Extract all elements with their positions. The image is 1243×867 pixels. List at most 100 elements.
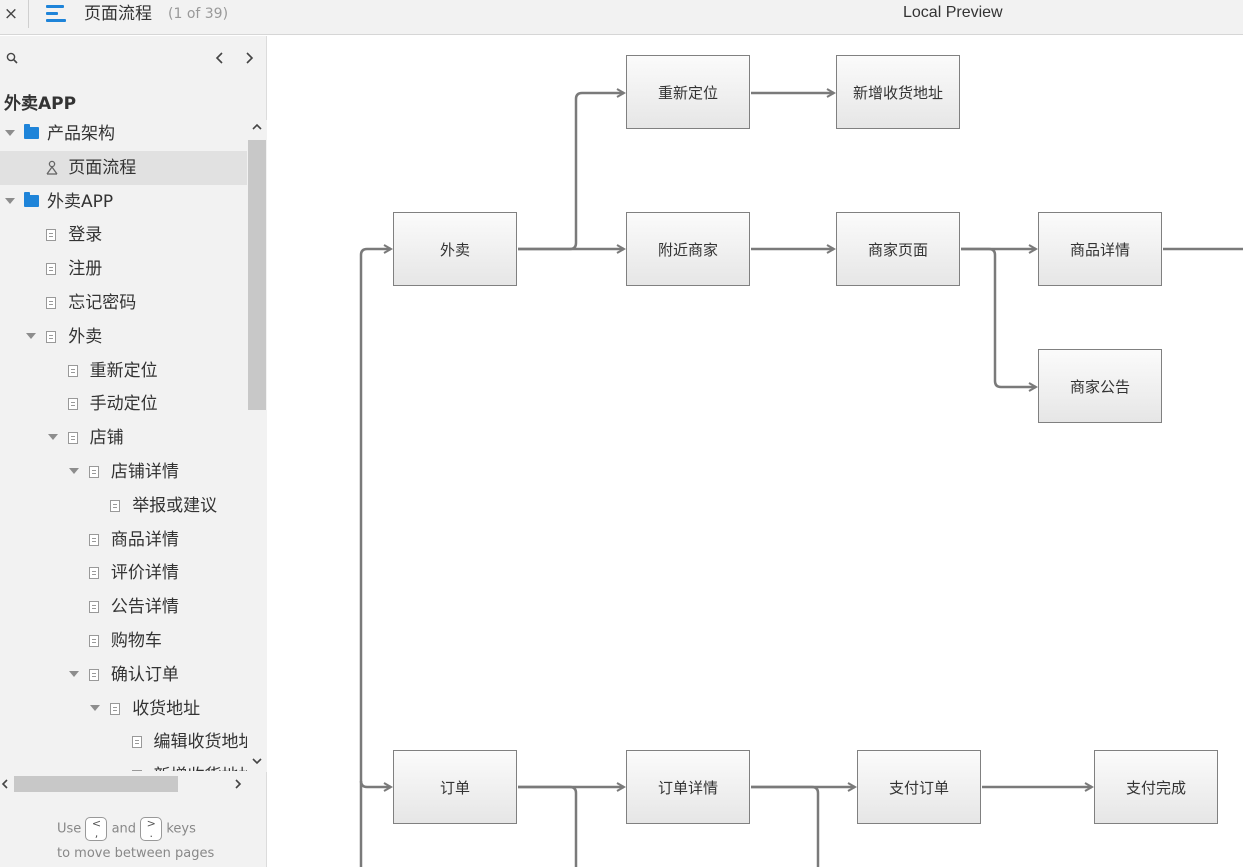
page-icon	[131, 770, 142, 771]
tree-item-label: 评价详情	[110, 563, 179, 584]
tree-item-label: 确认订单	[110, 664, 179, 685]
preview-canvas: 外卖 重新定位 新增收货地址 附近商家 商家页面 商品详情 商家公告 订单 订单…	[268, 36, 1243, 867]
page-tree: 产品架构页面流程外卖APP 登录注册忘记密码外卖重新定位手动定位店铺店铺详情举报或…	[0, 117, 247, 771]
connector-trunk-dingdan	[359, 780, 391, 787]
tree-item[interactable]: 手动定位	[0, 387, 247, 421]
flow-box-payment-complete[interactable]: 支付完成	[1094, 750, 1218, 824]
tree-item[interactable]: 产品架构	[0, 117, 247, 151]
page-icon	[88, 635, 99, 647]
toolbar-divider	[28, 0, 29, 28]
flow-box-merchant-notice[interactable]: 商家公告	[1038, 349, 1162, 423]
tree-item-label: 举报或建议	[132, 495, 218, 516]
flow-box-order-detail[interactable]: 订单详情	[626, 750, 750, 824]
page-icon	[131, 736, 142, 749]
flow-box-merchant-page[interactable]: 商家页面	[836, 212, 960, 286]
flow-box-orders[interactable]: 订单	[393, 750, 517, 824]
tree-item-label: 店铺详情	[110, 462, 179, 482]
previous-page-button[interactable]	[212, 47, 228, 69]
vertical-scrollbar-thumb[interactable]	[248, 140, 266, 410]
tree-item-label: 店铺	[89, 428, 124, 449]
tree-item-label: 新增收货地址	[154, 764, 248, 771]
tree-item[interactable]: 商品详情	[0, 523, 247, 557]
page-icon	[46, 297, 57, 309]
page-icon	[46, 263, 57, 276]
connector-shangjia-gonggao	[961, 247, 1036, 387]
expand-caret-icon[interactable]	[5, 130, 15, 136]
page-icon	[46, 330, 57, 343]
hint-keys-text: keys	[166, 821, 196, 837]
connector-waimai-chongxin	[518, 93, 624, 251]
tree-item-label: 编辑收货地址	[153, 732, 248, 753]
hint-navigation-text: to move between pages	[57, 846, 215, 861]
page-icon	[67, 398, 78, 411]
flow-box-waimai[interactable]: 外卖	[393, 212, 517, 286]
tree-item[interactable]: 公告详情	[0, 590, 247, 624]
folder-icon	[24, 124, 39, 139]
page-icon	[110, 702, 121, 715]
next-page-button[interactable]	[241, 47, 257, 69]
next-key-icon: > .	[140, 817, 163, 841]
horizontal-scrollbar[interactable]	[0, 774, 247, 794]
page-icon	[88, 567, 99, 580]
tree-item[interactable]: 外卖	[0, 320, 247, 354]
tree-item[interactable]: 重新定位	[0, 354, 247, 388]
expand-caret-icon[interactable]	[90, 704, 101, 711]
tree-item[interactable]: 登录	[0, 218, 247, 252]
flow-icon	[46, 160, 58, 175]
expand-caret-icon[interactable]	[26, 332, 37, 339]
tree-item-label: 登录	[68, 225, 103, 246]
expand-caret-icon[interactable]	[68, 468, 79, 474]
tree-item[interactable]: 收货地址	[0, 692, 247, 726]
flow-box-product-detail[interactable]: 商品详情	[1038, 212, 1162, 286]
expand-caret-icon[interactable]	[5, 197, 15, 204]
tree-item-label: 页面流程	[68, 157, 137, 178]
connector-dingdan-down	[518, 785, 578, 867]
hamburger-menu-icon[interactable]	[46, 5, 68, 23]
flow-connectors	[359, 36, 1243, 867]
top-bar: × 页面流程 (1 of 39) Local Preview	[0, 0, 1243, 35]
page-count: (1 of 39)	[168, 6, 229, 22]
hint-and-text: and	[111, 821, 137, 837]
prev-key-icon: < ,	[85, 817, 108, 841]
tree-item[interactable]: 举报或建议	[0, 489, 247, 523]
tree-item[interactable]: 店铺	[0, 421, 247, 455]
tree-item-label: 外卖	[68, 326, 103, 347]
hint-use-text: Use	[57, 821, 82, 837]
project-title: 外卖APP	[4, 94, 77, 114]
tree-item[interactable]: 编辑收货地址	[0, 725, 247, 759]
tree-item[interactable]: 忘记密码	[0, 286, 247, 320]
tree-item[interactable]: 注册	[0, 252, 247, 286]
connector-trunk-waimai	[359, 249, 391, 867]
tree-item[interactable]: 确认订单	[0, 658, 247, 692]
scroll-down-arrow-icon[interactable]	[250, 754, 264, 768]
tree-item-label: 产品架构	[47, 124, 115, 144]
flow-box-relocate[interactable]: 重新定位	[626, 55, 750, 129]
tree-item-label: 手动定位	[89, 394, 158, 415]
scroll-up-arrow-icon[interactable]	[250, 120, 264, 134]
scroll-left-arrow-icon[interactable]	[0, 778, 10, 790]
expand-caret-icon[interactable]	[47, 434, 58, 441]
tree-item[interactable]: 店铺详情	[0, 455, 247, 489]
close-button[interactable]: ×	[3, 4, 19, 24]
tree-item[interactable]: 购物车	[0, 624, 247, 658]
tree-item-label: 外卖APP	[47, 191, 114, 212]
search-icon[interactable]	[6, 52, 18, 64]
tree-item[interactable]: 外卖APP	[0, 185, 247, 219]
page-title: 页面流程	[84, 4, 152, 24]
horizontal-scrollbar-thumb[interactable]	[14, 776, 178, 792]
tree-item-label: 公告详情	[110, 597, 179, 618]
flow-box-add-address[interactable]: 新增收货地址	[836, 55, 960, 129]
tree-item[interactable]: 评价详情	[0, 556, 247, 590]
tree-item[interactable]: 新增收货地址	[0, 759, 247, 771]
flow-box-pay-order[interactable]: 支付订单	[857, 750, 981, 824]
tree-item-label: 商品详情	[110, 529, 179, 550]
tree-item-label: 忘记密码	[68, 293, 137, 313]
scroll-right-arrow-icon[interactable]	[233, 778, 243, 790]
tree-item[interactable]: 页面流程	[0, 150, 247, 185]
page-icon	[46, 229, 57, 242]
expand-caret-icon[interactable]	[68, 670, 79, 677]
page-icon	[88, 533, 99, 546]
flow-box-nearby-merchants[interactable]: 附近商家	[626, 212, 750, 286]
page-icon	[67, 364, 78, 377]
